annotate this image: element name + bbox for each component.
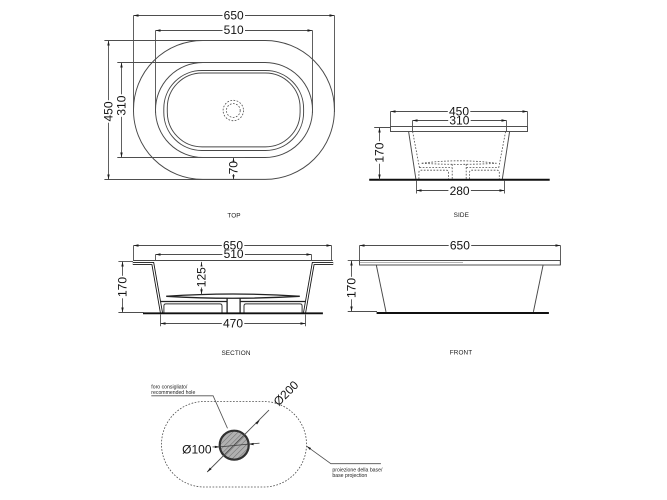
svg-text:SECTION: SECTION <box>221 350 250 357</box>
svg-text:650: 650 <box>223 239 243 253</box>
svg-text:125: 125 <box>195 267 209 287</box>
svg-text:70: 70 <box>227 161 241 175</box>
svg-text:280: 280 <box>450 184 470 198</box>
svg-text:170: 170 <box>373 142 387 162</box>
svg-text:Ø100: Ø100 <box>182 442 212 456</box>
svg-text:510: 510 <box>224 247 244 261</box>
svg-text:recommended hole: recommended hole <box>151 390 195 396</box>
svg-text:450: 450 <box>102 101 116 121</box>
svg-text:310: 310 <box>449 114 469 128</box>
svg-text:170: 170 <box>116 277 130 297</box>
svg-text:proiezione della base/: proiezione della base/ <box>332 467 383 473</box>
svg-text:foro consigliato/: foro consigliato/ <box>151 384 188 390</box>
svg-text:450: 450 <box>449 105 469 119</box>
svg-text:650: 650 <box>450 238 470 252</box>
svg-text:470: 470 <box>223 317 243 331</box>
svg-text:170: 170 <box>345 278 359 298</box>
svg-text:FRONT: FRONT <box>450 350 473 357</box>
svg-text:SIDE: SIDE <box>454 212 469 219</box>
svg-text:650: 650 <box>224 9 244 23</box>
svg-text:base projection: base projection <box>332 473 367 479</box>
svg-text:310: 310 <box>115 95 129 115</box>
svg-text:510: 510 <box>224 23 244 37</box>
svg-text:TOP: TOP <box>227 212 240 219</box>
